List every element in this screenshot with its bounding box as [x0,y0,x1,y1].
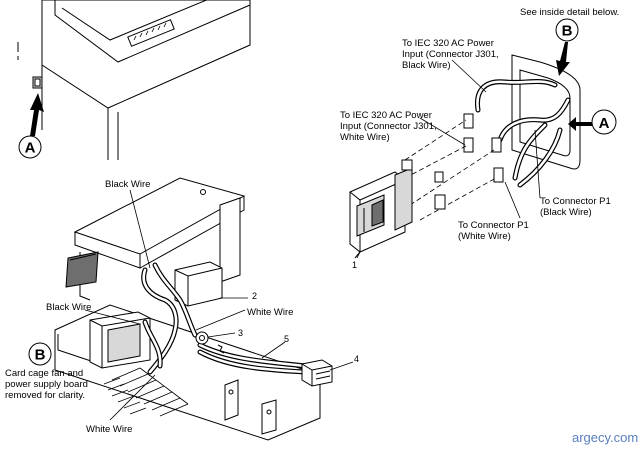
callout-a-top-left: A [18,93,44,159]
black-wire-left-label: Black Wire [46,302,91,313]
item-number-2: 2 [252,291,257,301]
iec-black-label-line3: Black Wire) [402,60,451,71]
note-line1: Card cage fan and [5,368,83,379]
callout-b-left: B [28,342,52,366]
callout-a-right: A [568,109,617,135]
item-number-5: 5 [284,334,289,344]
callout-letter: A [25,140,36,157]
iec-white-label-line3: White Wire) [340,132,390,143]
iec-black-label-line2: Input (Connector J301, [402,49,499,60]
p1-black-label-line2: (Black Wire) [540,207,592,218]
iec-white-label-line1: To IEC 320 AC Power [340,110,432,121]
note-line3: removed for clarity. [5,390,85,401]
printer-corner-illustration [17,0,251,160]
power-switch-detail [349,54,581,259]
inside-detail-label: See inside detail below. [520,7,619,18]
p1-white-label-line1: To Connector P1 [458,220,529,231]
white-wire-bottom-label: White Wire [86,424,132,435]
callout-b-top: B [555,18,579,76]
watermark: argecy.com [572,430,638,445]
p1-black-label-line1: To Connector P1 [540,196,611,207]
item-number-4: 4 [354,354,359,364]
callout-letter: A [599,115,610,132]
item-number-3: 3 [238,328,243,338]
power-supply-cage-illustration [54,177,333,441]
p1-white-label-line2: (White Wire) [458,231,511,242]
white-wire-right-label: White Wire [247,307,293,318]
callout-letter: B [562,23,573,40]
iec-black-label-line1: To IEC 320 AC Power [402,38,494,49]
callout-letter: B [35,347,46,364]
iec-white-label-line2: Input (Connector J301, [340,121,437,132]
note-line2: power supply board [5,379,88,390]
black-wire-top-label: Black Wire [105,179,150,190]
item-number-1: 1 [352,260,357,270]
